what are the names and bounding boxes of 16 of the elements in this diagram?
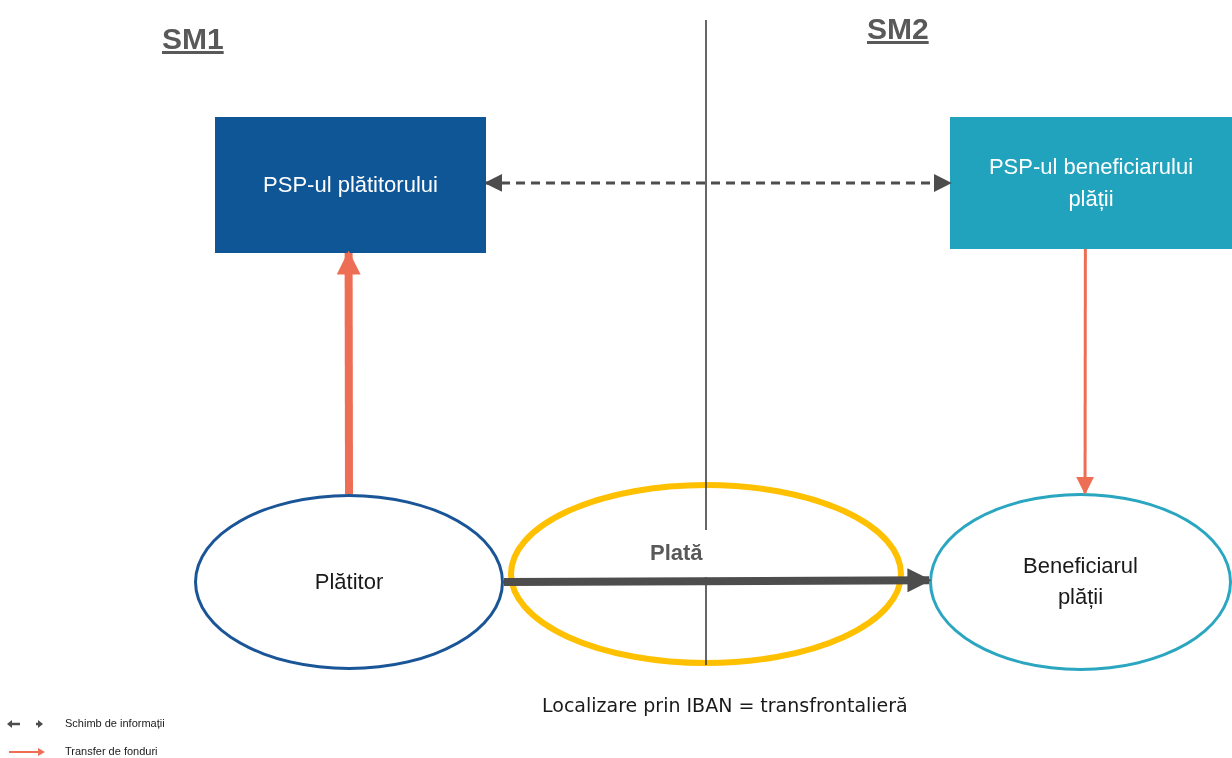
arrow [484,173,952,192]
section-heading: SM1 [162,22,224,56]
box-label: PSP-ul plătitorului [262,171,439,200]
process-box [950,117,1232,249]
edge-label: Plată [650,540,703,566]
note-text: Localizare prin IBAN = transfrontalieră [542,694,908,716]
box-label: PSP-ul beneficiarului plății [987,153,1195,213]
ellipse-label: Beneficiarul plății [1022,552,1139,611]
section-heading: SM2 [867,12,929,46]
ellipse-node [194,494,504,670]
arrow [1076,249,1095,495]
ellipse-label: Plătitor [314,567,384,596]
ellipse-node [929,493,1232,671]
process-box [215,117,486,253]
legend-text: Transfer de fonduri [65,745,158,757]
legend-text: Schimb de informații [65,717,165,729]
